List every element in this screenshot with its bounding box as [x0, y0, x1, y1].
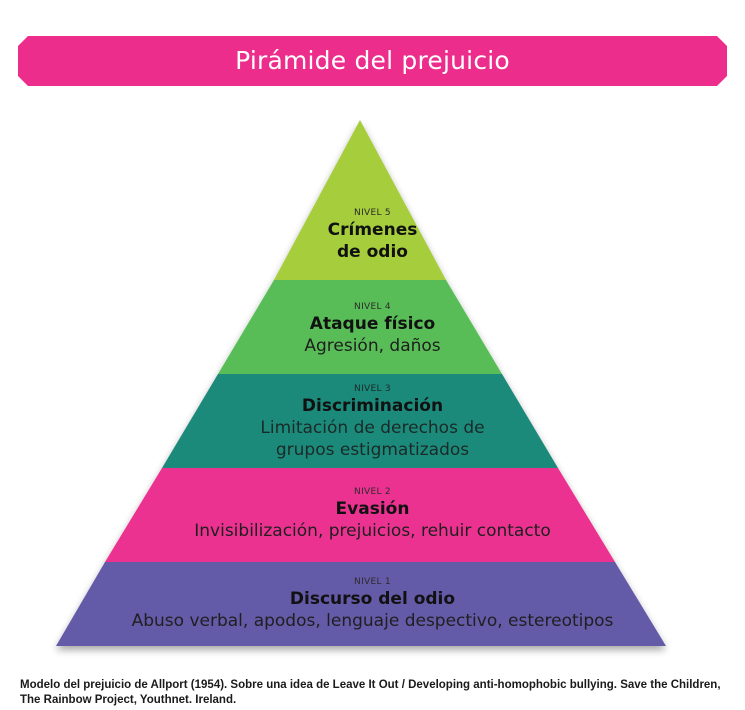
pyramid-level-5-shape: [274, 120, 446, 280]
level-1-description: Abuso verbal, apodos, lenguaje despectiv…: [131, 611, 614, 631]
level-5-name-line1: Crímenes: [327, 220, 418, 240]
pyramid-level-2-shape: [105, 468, 615, 562]
pyramid-level-3: NIVEL 3 Discriminación Limitación de der…: [0, 383, 745, 461]
level-4-name: Ataque físico: [309, 314, 436, 334]
pyramid-level-5: NIVEL 5 Crímenes de odio: [0, 207, 745, 263]
source-caption: Modelo del prejuicio de Allport (1954). …: [20, 679, 721, 706]
pyramid-level-2: NIVEL 2 Evasión Invisibilización, prejui…: [0, 486, 745, 542]
level-1-number: NIVEL 1: [354, 577, 391, 587]
level-4-number: NIVEL 4: [354, 302, 391, 312]
pyramid-level-4-shape: [218, 280, 502, 374]
pyramid-level-4: NIVEL 4 Ataque físico Agresión, daños: [0, 301, 745, 357]
level-2-number: NIVEL 2: [354, 487, 391, 497]
pyramid-level-1: NIVEL 1 Discurso del odio Abuso verbal, …: [0, 576, 745, 632]
level-3-number: NIVEL 3: [354, 384, 391, 394]
title-banner-shape: [18, 36, 727, 86]
page-title: Pirámide del prejuicio: [235, 46, 510, 75]
level-5-number: NIVEL 5: [354, 208, 391, 218]
title-banner: Pirámide del prejuicio: [18, 36, 727, 86]
pyramid-level-1-shape: [56, 562, 666, 646]
level-3-description-line1: Limitación de derechos de: [260, 418, 485, 438]
pyramid-level-3-shape: [162, 374, 558, 468]
level-4-description: Agresión, daños: [304, 336, 441, 356]
level-2-description: Invisibilización, prejuicios, rehuir con…: [194, 521, 551, 541]
level-3-name: Discriminación: [301, 396, 444, 416]
level-3-description-line2: grupos estigmatizados: [275, 440, 470, 460]
level-1-name: Discurso del odio: [289, 589, 456, 609]
level-5-name-line2: de odio: [337, 242, 408, 262]
level-2-name: Evasión: [335, 499, 410, 519]
